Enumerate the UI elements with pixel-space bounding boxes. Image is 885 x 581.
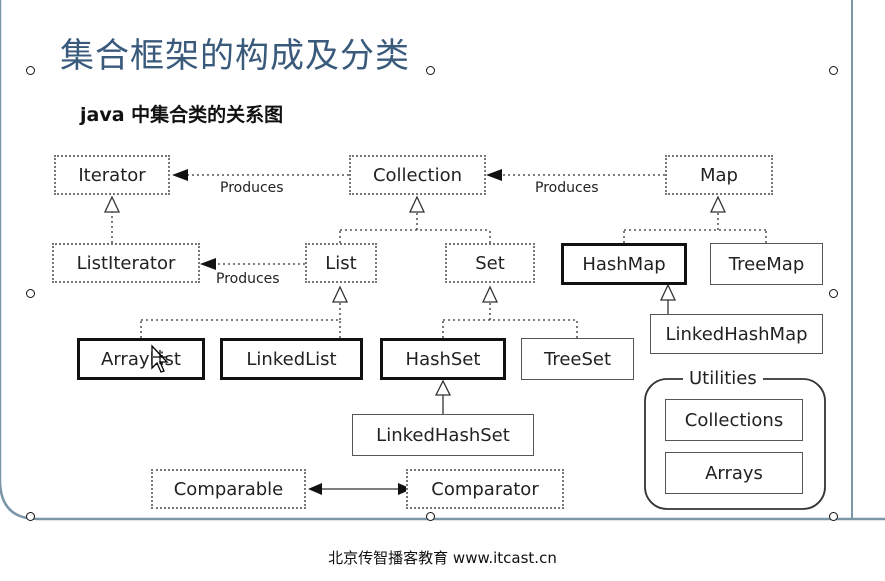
node-map: Map bbox=[665, 155, 773, 195]
node-linkedhashmap: LinkedHashMap bbox=[650, 314, 823, 354]
resize-handle-top-left[interactable] bbox=[26, 66, 35, 75]
arrowheads bbox=[172, 169, 502, 495]
node-arraylist: ArrayList bbox=[77, 338, 205, 380]
resize-handle-middle-right[interactable] bbox=[829, 289, 838, 298]
resize-handle-bottom-right[interactable] bbox=[829, 512, 838, 521]
node-linkedlist: LinkedList bbox=[220, 338, 363, 380]
node-hashmap: HashMap bbox=[561, 243, 687, 285]
node-treeset: TreeSet bbox=[521, 338, 634, 380]
diagram-title: java 中集合类的关系图 bbox=[80, 104, 284, 126]
node-list: List bbox=[305, 243, 377, 283]
resize-handle-top-right[interactable] bbox=[829, 66, 838, 75]
utilities-label: Utilities bbox=[683, 368, 763, 389]
edge-label-produces: Produces bbox=[216, 271, 280, 287]
edge-label-produces: Produces bbox=[220, 180, 284, 196]
resize-handle-top-center[interactable] bbox=[426, 66, 435, 75]
diagram-connectors bbox=[111, 174, 767, 490]
resize-handle-middle-left[interactable] bbox=[26, 289, 35, 298]
edge-label-produces: Produces bbox=[535, 180, 599, 196]
node-hashset: HashSet bbox=[380, 338, 506, 380]
node-comparable: Comparable bbox=[151, 469, 306, 509]
node-iterator: Iterator bbox=[54, 155, 170, 195]
resize-handle-bottom-center[interactable] bbox=[426, 512, 435, 521]
node-collection: Collection bbox=[349, 155, 486, 195]
node-collections: Collections bbox=[665, 399, 803, 441]
inheritance-arrows bbox=[103, 195, 727, 396]
node-arrays: Arrays bbox=[665, 452, 803, 494]
node-treemap: TreeMap bbox=[710, 243, 823, 285]
slide-title: 集合框架的构成及分类 bbox=[60, 36, 410, 76]
node-listiterator: ListIterator bbox=[52, 243, 200, 283]
node-set: Set bbox=[445, 243, 535, 283]
node-comparator: Comparator bbox=[406, 469, 564, 509]
footer-text: 北京传智播客教育 www.itcast.cn bbox=[328, 549, 557, 567]
resize-handle-bottom-left[interactable] bbox=[26, 512, 35, 521]
node-linkedhashset: LinkedHashSet bbox=[352, 414, 534, 456]
